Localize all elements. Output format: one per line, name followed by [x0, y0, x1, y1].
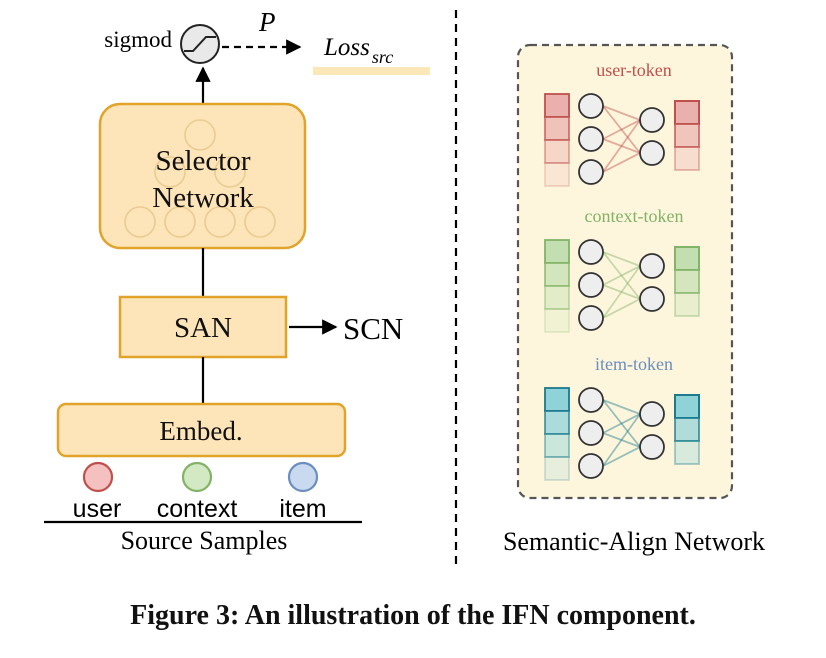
user-input-label: user	[73, 495, 122, 523]
context-token-input-cell	[544, 285, 570, 310]
item-token-edge	[602, 399, 641, 448]
item-token-edge	[602, 446, 641, 467]
context-token-label: context-token	[585, 206, 684, 226]
user-input-circle	[82, 461, 114, 493]
context-input-circle	[181, 461, 213, 493]
user-token-edge	[602, 138, 641, 154]
item-token-edge	[602, 399, 641, 415]
item-token-node	[578, 387, 604, 413]
item-token-edge	[602, 413, 641, 467]
embed-box	[56, 402, 347, 458]
item-token-input-cell	[544, 387, 570, 412]
semantic-align-title: Semantic-Align Network	[503, 527, 765, 556]
loss-highlight	[313, 67, 430, 75]
selector-network-box: Selector Network	[98, 102, 307, 250]
context-token-edge	[602, 265, 641, 319]
embed-label: Embed.	[159, 416, 242, 446]
context-token-input-cell	[544, 308, 570, 333]
sigmoid-label: sigmod	[104, 27, 172, 52]
context-token-node	[578, 239, 604, 265]
sigmoid-icon	[180, 24, 220, 64]
item-token-node	[578, 420, 604, 446]
context-token-node	[639, 253, 665, 279]
item-token-node	[639, 401, 665, 427]
scn-label: SCN	[343, 311, 403, 346]
user-token-node	[639, 140, 665, 166]
user-token-node	[578, 126, 604, 152]
source-samples-label: Source Samples	[121, 526, 288, 555]
item-token-group: item-token	[544, 354, 700, 481]
context-token-node	[578, 305, 604, 331]
user-token-output-cell	[674, 146, 700, 171]
san-box	[118, 295, 288, 359]
user-token-label: user-token	[596, 60, 672, 80]
user-token-group: user-token	[544, 60, 700, 187]
context-token-edge	[602, 298, 641, 319]
item-token-input-cell	[544, 456, 570, 481]
item-token-edge	[602, 413, 641, 434]
item-token-label: item-token	[595, 354, 673, 374]
item-token-input-cell	[544, 433, 570, 458]
item-token-node	[639, 434, 665, 460]
item-token-edge	[602, 432, 641, 448]
item-token-output-cell	[674, 440, 700, 465]
user-token-edge	[602, 105, 641, 154]
context-token-output-cell	[674, 269, 700, 294]
user-token-input-cell	[544, 162, 570, 187]
user-token-input-cell	[544, 93, 570, 118]
user-token-node	[578, 159, 604, 185]
user-token-output-cell	[674, 100, 700, 125]
context-token-edge	[602, 251, 641, 300]
item-token-output-cell	[674, 394, 700, 419]
user-token-edge	[602, 105, 641, 121]
user-token-input-cell	[544, 116, 570, 141]
context-token-edge	[602, 284, 641, 300]
user-token-edge	[602, 152, 641, 173]
user-token-input-cell	[544, 139, 570, 164]
san-label: SAN	[174, 312, 232, 344]
context-input-label: context	[157, 495, 238, 523]
selector-line2: Network	[152, 182, 254, 214]
semantic-align-panel	[516, 43, 734, 500]
context-token-edge	[602, 265, 641, 286]
user-token-node	[639, 107, 665, 133]
p-label: P	[258, 7, 276, 37]
user-token-edge	[602, 119, 641, 140]
user-token-edge	[602, 119, 641, 173]
item-input-label: item	[279, 495, 326, 523]
user-token-output-cell	[674, 123, 700, 148]
item-input-circle	[287, 461, 319, 493]
selector-line1: Selector	[155, 145, 250, 177]
item-token-output-cell	[674, 417, 700, 442]
context-token-input-cell	[544, 239, 570, 264]
item-token-node	[578, 453, 604, 479]
context-token-output-cell	[674, 246, 700, 271]
context-token-node	[639, 286, 665, 312]
context-token-edge	[602, 251, 641, 267]
item-token-input-cell	[544, 410, 570, 435]
context-token-output-cell	[674, 292, 700, 317]
context-token-input-cell	[544, 262, 570, 287]
context-token-node	[578, 272, 604, 298]
figure-caption: Figure 3: An illustration of the IFN com…	[130, 600, 696, 631]
user-token-node	[578, 93, 604, 119]
context-token-group: context-token	[544, 206, 700, 333]
